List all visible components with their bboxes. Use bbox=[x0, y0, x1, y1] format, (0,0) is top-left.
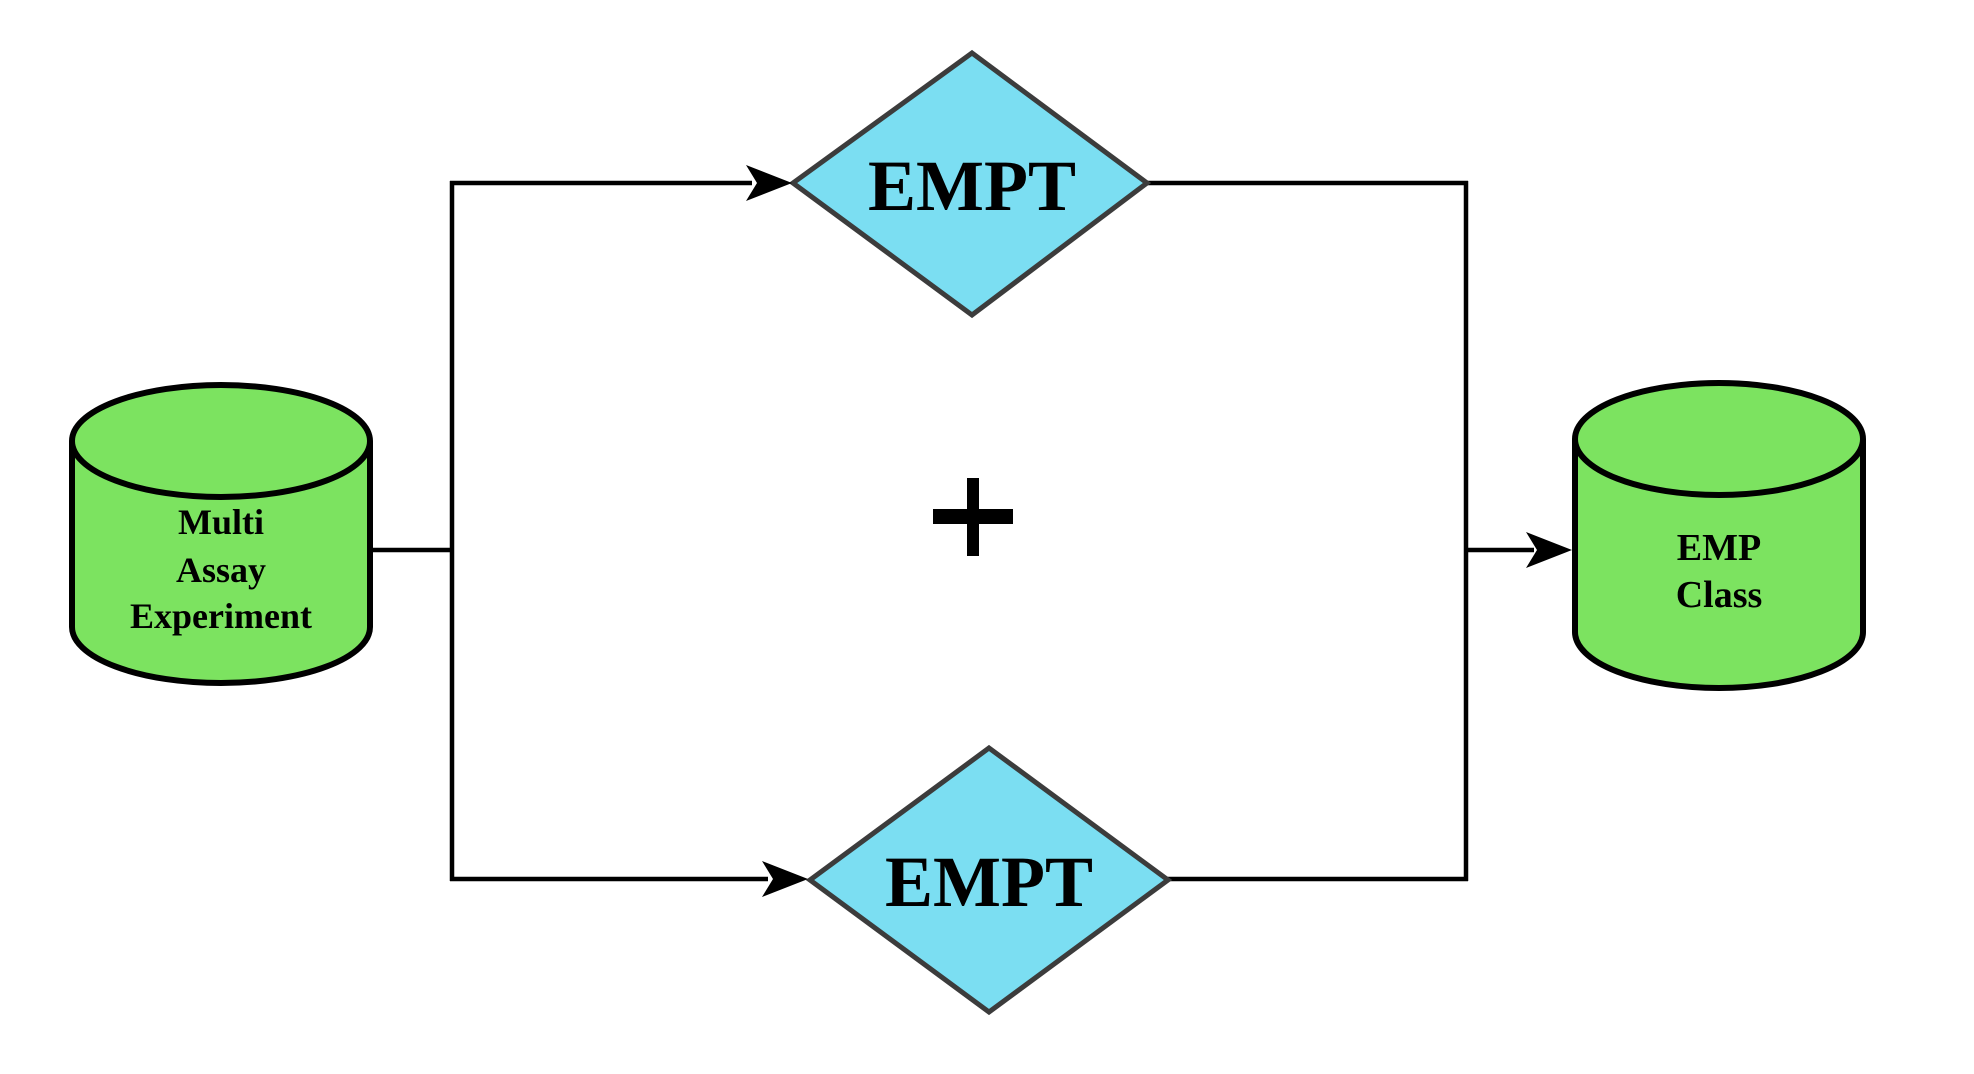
empt-top-label: EMPT bbox=[868, 146, 1076, 226]
node-empt-top: EMPT bbox=[788, 49, 1152, 319]
source-db-label-line2: Assay bbox=[176, 550, 266, 590]
source-db-label-line1: Multi bbox=[178, 502, 264, 542]
arrowheads bbox=[746, 165, 1572, 897]
source-db-label-line3: Experiment bbox=[130, 596, 312, 636]
output-db-label-line2: Class bbox=[1676, 574, 1763, 616]
node-output-db: EMP Class bbox=[1572, 380, 1866, 691]
source-db-top bbox=[69, 382, 373, 500]
empt-bottom-diamond bbox=[805, 744, 1173, 1016]
output-db-top bbox=[1572, 380, 1866, 498]
plus-icon bbox=[933, 478, 1013, 556]
arrowhead-into-bottom-diamond bbox=[762, 861, 808, 897]
arrowhead-into-output-db bbox=[1526, 532, 1572, 568]
plus-vertical-bar bbox=[967, 478, 979, 556]
empt-bottom-label: EMPT bbox=[885, 842, 1093, 922]
output-db-label-line1: EMP bbox=[1677, 527, 1761, 569]
output-db-body bbox=[1572, 439, 1866, 691]
edges bbox=[368, 180, 1534, 882]
arrowhead-into-top-diamond bbox=[746, 165, 792, 201]
empt-top-diamond bbox=[788, 49, 1152, 319]
source-db-body bbox=[69, 441, 373, 686]
node-source-db: Multi Assay Experiment bbox=[69, 382, 373, 686]
node-empt-bottom: EMPT bbox=[805, 744, 1173, 1016]
